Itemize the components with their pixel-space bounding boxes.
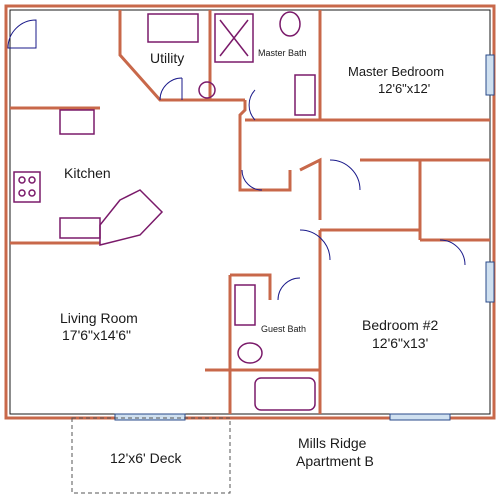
door-swings	[7, 19, 466, 301]
room-labels: Utility Master Bath Master Bedroom 12'6"…	[60, 48, 444, 466]
label-utility: Utility	[150, 50, 184, 66]
kitchen-bar-icon	[99, 189, 164, 246]
guest-toilet-icon	[237, 342, 263, 364]
label-bedroom2: Bedroom #2	[362, 317, 438, 333]
windows	[114, 54, 495, 421]
refrigerator-icon	[59, 109, 95, 135]
window-bed2	[485, 261, 495, 303]
interior-walls	[10, 10, 490, 414]
window-living	[114, 413, 186, 421]
exterior-walls	[4, 4, 496, 420]
label-bedroom2-size: 12'6"x13'	[372, 335, 428, 351]
washer-dryer-icon	[147, 13, 199, 43]
deck-outline	[71, 417, 231, 494]
guest-sink-icon	[234, 284, 256, 326]
label-deck: 12'x6' Deck	[110, 450, 182, 466]
utility-sink-icon	[198, 81, 216, 99]
window-master	[485, 54, 495, 96]
title-line1: Mills Ridge	[298, 435, 367, 451]
label-master-bedroom: Master Bedroom	[348, 64, 444, 79]
kitchen-sink-icon	[59, 217, 101, 239]
fixtures	[13, 11, 316, 411]
bathtub-icon	[254, 377, 316, 411]
water-heater-icon	[214, 13, 254, 63]
label-guest-bath: Guest Bath	[261, 324, 306, 334]
master-toilet-icon	[279, 11, 301, 37]
title-line2: Apartment B	[296, 453, 374, 469]
window-bed2-south	[389, 413, 451, 421]
label-living-room: Living Room	[60, 310, 138, 326]
label-living-room-size: 17'6"x14'6"	[62, 327, 131, 343]
label-master-bedroom-size: 12'6"x12'	[378, 81, 430, 96]
label-master-bath: Master Bath	[258, 48, 307, 58]
stove-icon	[13, 171, 41, 203]
master-sink-icon	[294, 74, 316, 116]
label-kitchen: Kitchen	[64, 165, 111, 181]
plan-title: Mills Ridge Apartment B	[296, 435, 374, 469]
